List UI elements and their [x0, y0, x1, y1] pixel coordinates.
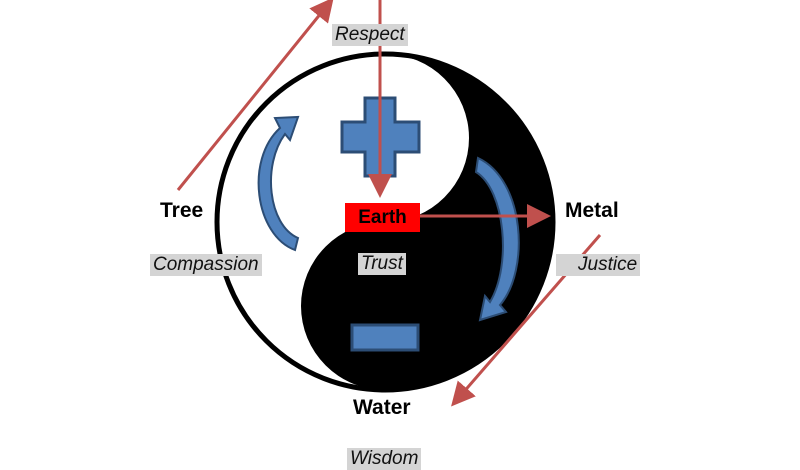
virtue-respect: Respect [332, 24, 408, 46]
virtue-compassion: Compassion [150, 254, 262, 276]
curved-arrow-left-icon [257, 115, 300, 252]
virtue-wisdom: Wisdom [347, 448, 422, 470]
arrow-tree-up [176, 0, 334, 191]
element-water: Water [353, 396, 411, 419]
curved-arrow-right-icon [474, 156, 520, 322]
virtue-trust: Trust [358, 253, 406, 275]
minus-icon [350, 323, 420, 352]
element-tree: Tree [160, 199, 204, 222]
virtue-justice: Justice [556, 254, 641, 276]
element-earth: Earth [345, 203, 420, 232]
element-metal: Metal [565, 199, 619, 222]
